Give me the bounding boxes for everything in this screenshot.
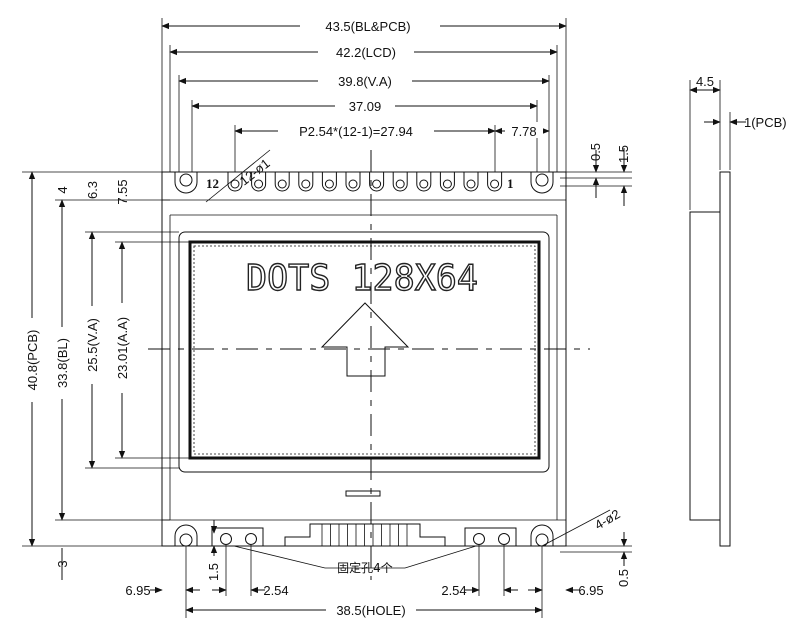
pin-hole-inner	[254, 179, 264, 189]
dim-aa: 37.09	[349, 99, 382, 114]
fixing-holes-note: 固定孔4个	[337, 560, 393, 575]
mounting-hole-tl	[174, 172, 198, 194]
dim-bl-pcb: 43.5(BL&PCB)	[325, 19, 410, 34]
bottom-dimensions: 4-ø2 6.95 2.54 2.54 6.95 38.5(HOLE) 固定孔4…	[125, 506, 632, 618]
slot	[345, 490, 381, 497]
pin-hole-inner	[301, 179, 311, 189]
side-view: 4.5 1(PCB)	[689, 74, 787, 547]
dim-bottom-15: 1.5	[206, 563, 221, 581]
pin-hole	[274, 172, 290, 192]
pin-hole-inner	[348, 179, 358, 189]
pin-hole-inner	[324, 179, 334, 189]
bottom-connector	[211, 523, 517, 546]
dim-bottom-05: 0.5	[616, 569, 631, 587]
dim-left-va: 25.5(V.A)	[85, 318, 100, 372]
dim-bottom-pitch-left: 2.54	[263, 583, 288, 598]
pin-hole	[251, 172, 267, 192]
dim-bottom-right-edge: 6.95	[578, 583, 603, 598]
pcb-outline	[161, 171, 567, 547]
pin-hole	[345, 172, 361, 192]
pin-hole-inner	[490, 179, 500, 189]
pin-hole	[463, 172, 479, 192]
mounting-hole-br	[530, 524, 554, 547]
pin-hole-inner	[442, 179, 452, 189]
pin-hole-inner	[230, 179, 240, 189]
pin-hole	[369, 172, 385, 192]
pin-hole	[392, 172, 408, 192]
pin-hole-inner	[277, 179, 287, 189]
left-dimensions: 40.8(PCB) 33.8(BL) 25.5(V.A) 23.01(A.A) …	[24, 171, 130, 580]
dim-left-4: 4	[55, 186, 70, 193]
dim-va: 39.8(V.A)	[338, 74, 392, 89]
dim-side-pcb: 1(PCB)	[744, 115, 787, 130]
side-pcb	[719, 171, 731, 547]
dim-left-755: 7.55	[115, 179, 130, 204]
mounting-hole-tr	[530, 172, 554, 194]
dim-left-3: 3	[55, 560, 70, 567]
pin-header-top	[227, 172, 503, 192]
pin-hole	[227, 172, 243, 192]
dim-bottom-hole-span: 38.5(HOLE)	[336, 603, 405, 618]
pin-hole	[416, 172, 432, 192]
lcd-module: 12 1 12-ø1	[22, 149, 590, 580]
pin-hole-inner	[372, 179, 382, 189]
dim-bottom-holes: 4-ø2	[592, 506, 623, 532]
pin-hole	[487, 172, 503, 192]
dim-bottom-left-edge: 6.95	[125, 583, 150, 598]
pin-hole	[439, 172, 455, 192]
pin-label-1: 1	[507, 176, 514, 191]
dim-left-bl: 33.8(BL)	[55, 338, 70, 388]
dim-right-offset: 7.78	[511, 124, 536, 139]
pin-hole	[298, 172, 314, 192]
display-dots-text: DOTS 128X64	[246, 258, 478, 299]
dim-side-thickness: 4.5	[696, 74, 714, 89]
lcd-glass	[178, 231, 550, 473]
top-dimensions: 43.5(BL&PCB) 42.2(LCD) 39.8(V.A) 37.09 P…	[161, 17, 632, 206]
dim-r15: 1.5	[616, 145, 631, 163]
dim-left-63: 6.3	[85, 181, 100, 199]
mounting-hole-bl	[174, 524, 198, 547]
pin-label-12: 12	[206, 176, 219, 191]
dim-pin-pitch: P2.54*(12-1)=27.94	[299, 124, 413, 139]
pin-hole-inner	[466, 179, 476, 189]
dim-left-aa: 23.01(A.A)	[115, 317, 130, 379]
dim-r05: 0.5	[588, 143, 603, 161]
pin-hole-inner	[419, 179, 429, 189]
dim-lcd: 42.2(LCD)	[336, 45, 396, 60]
dim-left-pcb: 40.8(PCB)	[25, 330, 40, 391]
active-area	[188, 240, 541, 460]
dim-bottom-pitch-right: 2.54	[441, 583, 466, 598]
pin-hole-inner	[395, 179, 405, 189]
pin-hole	[321, 172, 337, 192]
side-backlight	[689, 211, 721, 521]
up-arrow-icon	[320, 302, 410, 377]
